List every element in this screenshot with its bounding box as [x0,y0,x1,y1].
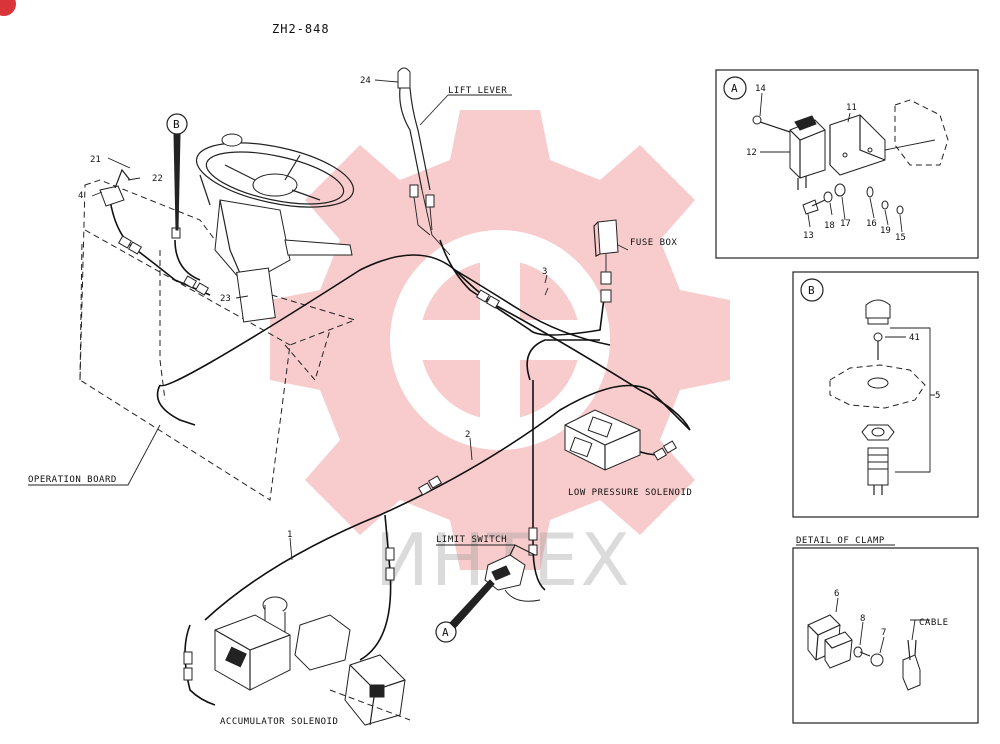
part-41: 41 [909,333,920,343]
part-19: 19 [880,226,891,236]
label-lift-lever: LIFT LEVER [448,86,507,96]
detail-a-panel [715,69,979,259]
part-16: 16 [866,219,877,229]
callout-a-letter: A [442,626,449,639]
part-21: 21 [90,155,101,165]
part-13: 13 [803,231,814,241]
part-2: 2 [465,430,470,440]
part-14: 14 [755,84,766,94]
detail-b-letter: B [808,284,815,297]
label-detail-of-clamp: DETAIL OF CLAMP [796,536,885,546]
accumulator-solenoid [214,596,411,726]
part-6: 6 [834,589,839,599]
detail-clamp-panel [792,544,979,724]
part-15: 15 [895,233,906,243]
part-3: 3 [542,267,547,277]
label-cable: CABLE [919,618,949,628]
part-4: 4 [78,191,83,201]
label-operation-board: OPERATION BOARD [28,475,117,485]
leaders [28,79,629,561]
detail-a-letter: A [731,82,738,95]
drawing-id: ZH2-848 [272,22,330,36]
limit-switch [484,544,541,602]
label-low-pressure-solenoid: LOW PRESSURE SOLENOID [568,488,692,498]
part-18: 18 [824,221,835,231]
detail-b-panel [792,271,979,518]
low-pressure-solenoid [564,409,641,471]
label-limit-switch: LIMIT SWITCH [436,535,507,545]
corner-badge [0,0,16,16]
switch-item-4 [99,168,131,207]
part-5: 5 [935,391,940,401]
callout-b-marker [166,113,188,231]
watermark-gear [270,110,730,570]
steering-assembly [195,133,355,323]
part-17: 17 [840,219,851,229]
label-fuse-box: FUSE BOX [630,238,677,248]
lift-lever [397,67,451,256]
part-1: 1 [287,530,292,540]
fuse-box [593,219,619,303]
callout-a-marker [435,579,495,643]
callout-b-letter: B [173,118,180,131]
part-24: 24 [360,76,371,86]
part-7: 7 [881,628,886,638]
part-12: 12 [746,148,757,158]
part-22: 22 [152,174,163,184]
part-11: 11 [846,103,857,113]
part-23: 23 [220,294,231,304]
part-8: 8 [860,614,865,624]
label-accumulator-solenoid: ACCUMULATOR SOLENOID [220,717,338,727]
